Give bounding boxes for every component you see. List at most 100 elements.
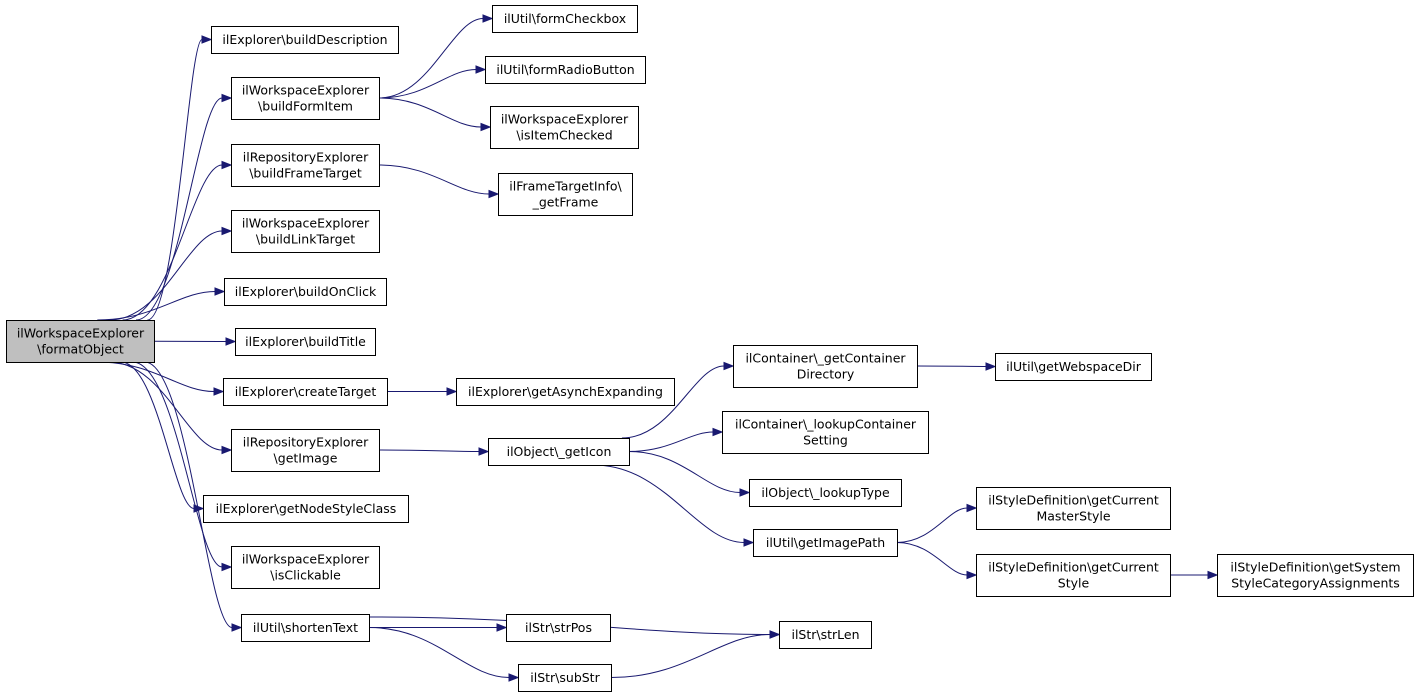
edges-layer: [97, 14, 1219, 682]
node-label: ilStyleDefinition\getCurrent: [988, 493, 1159, 508]
node-box: [490, 106, 639, 149]
edge-line: [147, 39, 203, 321]
edge-createTarget-to-getAsynchExpanding: [386, 387, 458, 396]
node-label: ilWorkspaceExplorer: [242, 552, 370, 567]
edge-line: [97, 291, 216, 321]
node-label: ilObject\_lookupType: [761, 485, 890, 500]
node-label: Setting: [803, 433, 848, 448]
node-getImagePath[interactable]: ilUtil\getImagePath: [753, 529, 898, 557]
arrowhead-icon: [966, 503, 978, 513]
edge-getImage-to-getIcon: [378, 447, 490, 456]
nodes-layer: ilWorkspaceExplorer\formatObject ilExplor…: [6, 5, 1414, 692]
node-box: [231, 210, 380, 253]
node-box: [722, 411, 929, 454]
node-label: ilStr\strPos: [525, 620, 592, 635]
node-strLen[interactable]: ilStr\strLen: [779, 621, 872, 649]
edge-root-to-buildTitle: [153, 337, 237, 346]
node-label: ilWorkspaceExplorer: [242, 83, 370, 98]
edge-line: [593, 464, 745, 543]
edge-subStr-to-strLen: [610, 630, 781, 678]
edge-line: [378, 69, 477, 99]
node-box: [506, 614, 611, 642]
node-box: [456, 378, 675, 406]
edge-getIcon-to-lookupContainerSetting: [628, 427, 724, 452]
arrowhead-icon: [723, 361, 735, 371]
arrowhead-icon: [480, 122, 492, 132]
node-label: ilContainer\_getContainer: [745, 351, 906, 366]
arrowhead-icon: [231, 623, 243, 632]
node-subStr[interactable]: ilStr\subStr: [518, 664, 612, 692]
node-createTarget[interactable]: ilExplorer\createTarget: [223, 378, 388, 406]
edge-root-to-buildDescription: [147, 35, 213, 321]
node-isItemChecked[interactable]: ilWorkspaceExplorer\isItemChecked: [490, 106, 639, 149]
edge-getIcon-to-getImagePath: [593, 464, 755, 547]
node-getImage[interactable]: ilRepositoryExplorer\getImage: [231, 429, 380, 472]
arrowhead-icon: [446, 387, 458, 396]
node-box: [779, 621, 872, 649]
node-label: ilStyleDefinition\getSystem: [1230, 560, 1400, 575]
node-getFrame[interactable]: ilFrameTargetInfo\_getFrame: [498, 173, 633, 216]
edge-line: [120, 361, 195, 509]
edge-root-to-isClickable: [132, 361, 233, 572]
node-buildTitle[interactable]: ilExplorer\buildTitle: [235, 328, 376, 356]
node-formCheckbox[interactable]: ilUtil\formCheckbox: [492, 5, 638, 33]
node-strPos[interactable]: ilStr\strPos: [506, 614, 611, 642]
edge-line: [97, 361, 215, 392]
arrowhead-icon: [214, 287, 226, 296]
arrowhead-icon: [739, 488, 751, 497]
node-buildFormItem[interactable]: ilWorkspaceExplorer\buildFormItem: [231, 77, 380, 120]
node-box: [976, 487, 1171, 530]
arrowhead-icon: [478, 447, 490, 456]
node-getIcon[interactable]: ilObject\_getIcon: [488, 438, 630, 466]
edge-root-to-buildLinkTarget: [109, 226, 233, 321]
arrowhead-icon: [225, 337, 237, 346]
node-box: [203, 495, 409, 523]
node-getAsynchExpanding[interactable]: ilExplorer\getAsynchExpanding: [456, 378, 675, 406]
arrowhead-icon: [221, 93, 233, 103]
node-getNodeStyleClass[interactable]: ilExplorer\getNodeStyleClass: [203, 495, 409, 523]
node-buildLinkTarget[interactable]: ilWorkspaceExplorer\buildLinkTarget: [231, 210, 380, 253]
node-box: [518, 664, 612, 692]
edge-root-to-buildFormItem: [135, 93, 233, 321]
node-box: [498, 173, 633, 216]
node-label: \getImage: [274, 451, 338, 466]
node-box: [753, 529, 898, 557]
arrowhead-icon: [488, 189, 500, 199]
node-buildDescription[interactable]: ilExplorer\buildDescription: [211, 26, 399, 54]
edge-buildFrameTarget-to-getFrame: [378, 164, 500, 199]
node-label: ilExplorer\buildOnClick: [235, 284, 377, 299]
edge-buildFormItem-to-formCheckbox: [378, 14, 494, 99]
node-getSystemStyleCategoryAssignments[interactable]: ilStyleDefinition\getSystemStyleCategory…: [1217, 554, 1414, 597]
arrowhead-icon: [221, 445, 233, 455]
edge-line: [628, 431, 714, 452]
edge-line: [621, 365, 725, 439]
node-root[interactable]: ilWorkspaceExplorer\formatObject: [6, 320, 155, 363]
node-label: Style: [1058, 576, 1090, 591]
arrowhead-icon: [213, 387, 225, 396]
arrowhead-icon: [201, 35, 213, 44]
node-getWebspaceDir[interactable]: ilUtil\getWebspaceDir: [995, 353, 1152, 381]
node-isClickable[interactable]: ilWorkspaceExplorer\isClickable: [231, 546, 380, 589]
node-box: [733, 345, 918, 388]
arrowhead-icon: [508, 673, 520, 682]
node-box: [231, 429, 380, 472]
node-formRadioButton[interactable]: ilUtil\formRadioButton: [485, 56, 646, 84]
edge-line: [132, 361, 223, 568]
node-shortenText[interactable]: ilUtil\shortenText: [241, 614, 370, 642]
node-label: \buildFrameTarget: [249, 166, 362, 181]
arrowhead-icon: [475, 65, 487, 74]
edge-line: [378, 97, 482, 128]
node-box: [231, 546, 380, 589]
node-buildOnClick[interactable]: ilExplorer\buildOnClick: [224, 278, 387, 306]
arrowhead-icon: [985, 362, 997, 371]
edge-root-to-buildOnClick: [97, 287, 226, 321]
arrowhead-icon: [221, 226, 233, 236]
arrowhead-icon: [496, 623, 508, 632]
node-buildFrameTarget[interactable]: ilRepositoryExplorer\buildFrameTarget: [231, 144, 380, 187]
node-lookupType[interactable]: ilObject\_lookupType: [749, 479, 902, 507]
node-label: ilUtil\getWebspaceDir: [1006, 359, 1142, 374]
